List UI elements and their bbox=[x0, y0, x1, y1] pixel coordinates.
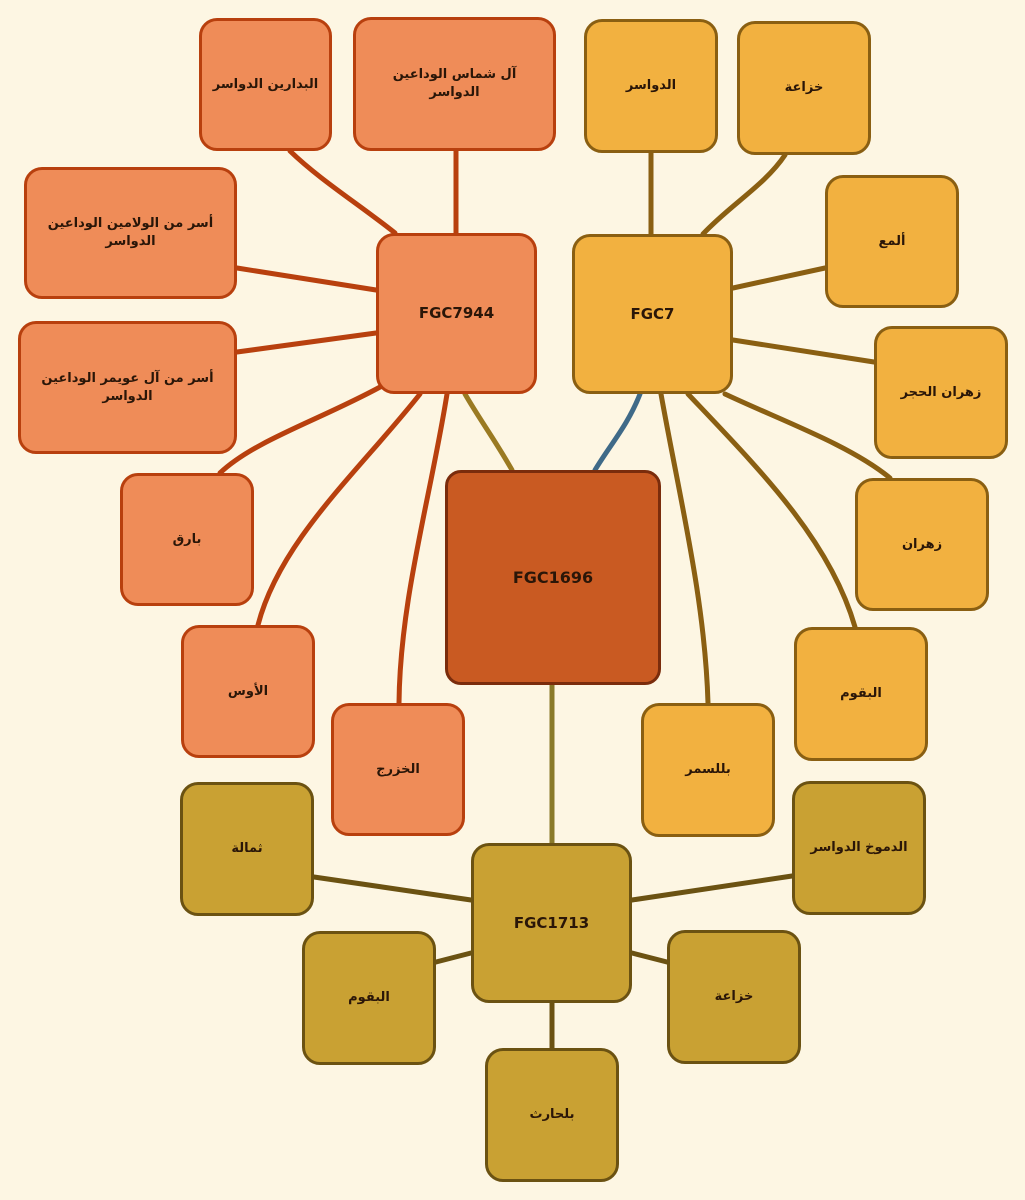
edge-e4 bbox=[629, 950, 670, 965]
node-d2: خزاعة bbox=[737, 21, 871, 155]
edge-d5 bbox=[722, 391, 893, 481]
node-d4: زهران الحجر bbox=[874, 326, 1008, 459]
node-e5: بلحارث bbox=[485, 1048, 619, 1182]
node-fgc1713: FGC1713 bbox=[471, 843, 632, 1003]
edge-c7 bbox=[396, 391, 450, 706]
edge-d4 bbox=[730, 337, 877, 365]
node-root: FGC1696 bbox=[445, 470, 661, 685]
edge-d2 bbox=[700, 152, 788, 237]
edge-c3 bbox=[234, 265, 379, 293]
node-c1: البدارين الدواسر bbox=[199, 18, 332, 151]
node-c4: أسر من آل عويمر الوداعين الدواسر bbox=[18, 321, 237, 454]
edge-d7 bbox=[658, 391, 711, 706]
node-d7: بللسمر bbox=[641, 703, 775, 837]
edge-d6 bbox=[685, 391, 858, 630]
node-d1: الدواسر bbox=[584, 19, 718, 153]
edge-root-fgc7944 bbox=[462, 391, 515, 473]
node-c6: الأوس bbox=[181, 625, 315, 758]
edge-e1 bbox=[311, 874, 474, 903]
edge-e3 bbox=[433, 950, 474, 965]
node-e3: البقوم bbox=[302, 931, 436, 1065]
node-c3: أسر من الولامين الوداعين الدواسر bbox=[24, 167, 237, 299]
node-c7: الخزرج bbox=[331, 703, 465, 836]
edge-c4 bbox=[234, 330, 379, 355]
edge-c6 bbox=[255, 391, 423, 628]
edge-c5 bbox=[217, 383, 385, 476]
node-d3: ألمع bbox=[825, 175, 959, 308]
edge-d3 bbox=[730, 265, 828, 291]
edge-c1 bbox=[287, 148, 398, 236]
node-e4: خزاعة bbox=[667, 930, 801, 1064]
node-c2: آل شماس الوداعين الدواسر bbox=[353, 17, 556, 151]
node-d6: البقوم bbox=[794, 627, 928, 761]
node-fgc7944: FGC7944 bbox=[376, 233, 537, 394]
node-c5: بارق bbox=[120, 473, 254, 606]
node-fgc7: FGC7 bbox=[572, 234, 733, 394]
edge-e2 bbox=[629, 873, 795, 903]
node-e2: الدموخ الدواسر bbox=[792, 781, 926, 915]
node-d5: زهران bbox=[855, 478, 989, 611]
node-e1: ثمالة bbox=[180, 782, 314, 916]
edge-root-fgc7 bbox=[592, 391, 643, 473]
